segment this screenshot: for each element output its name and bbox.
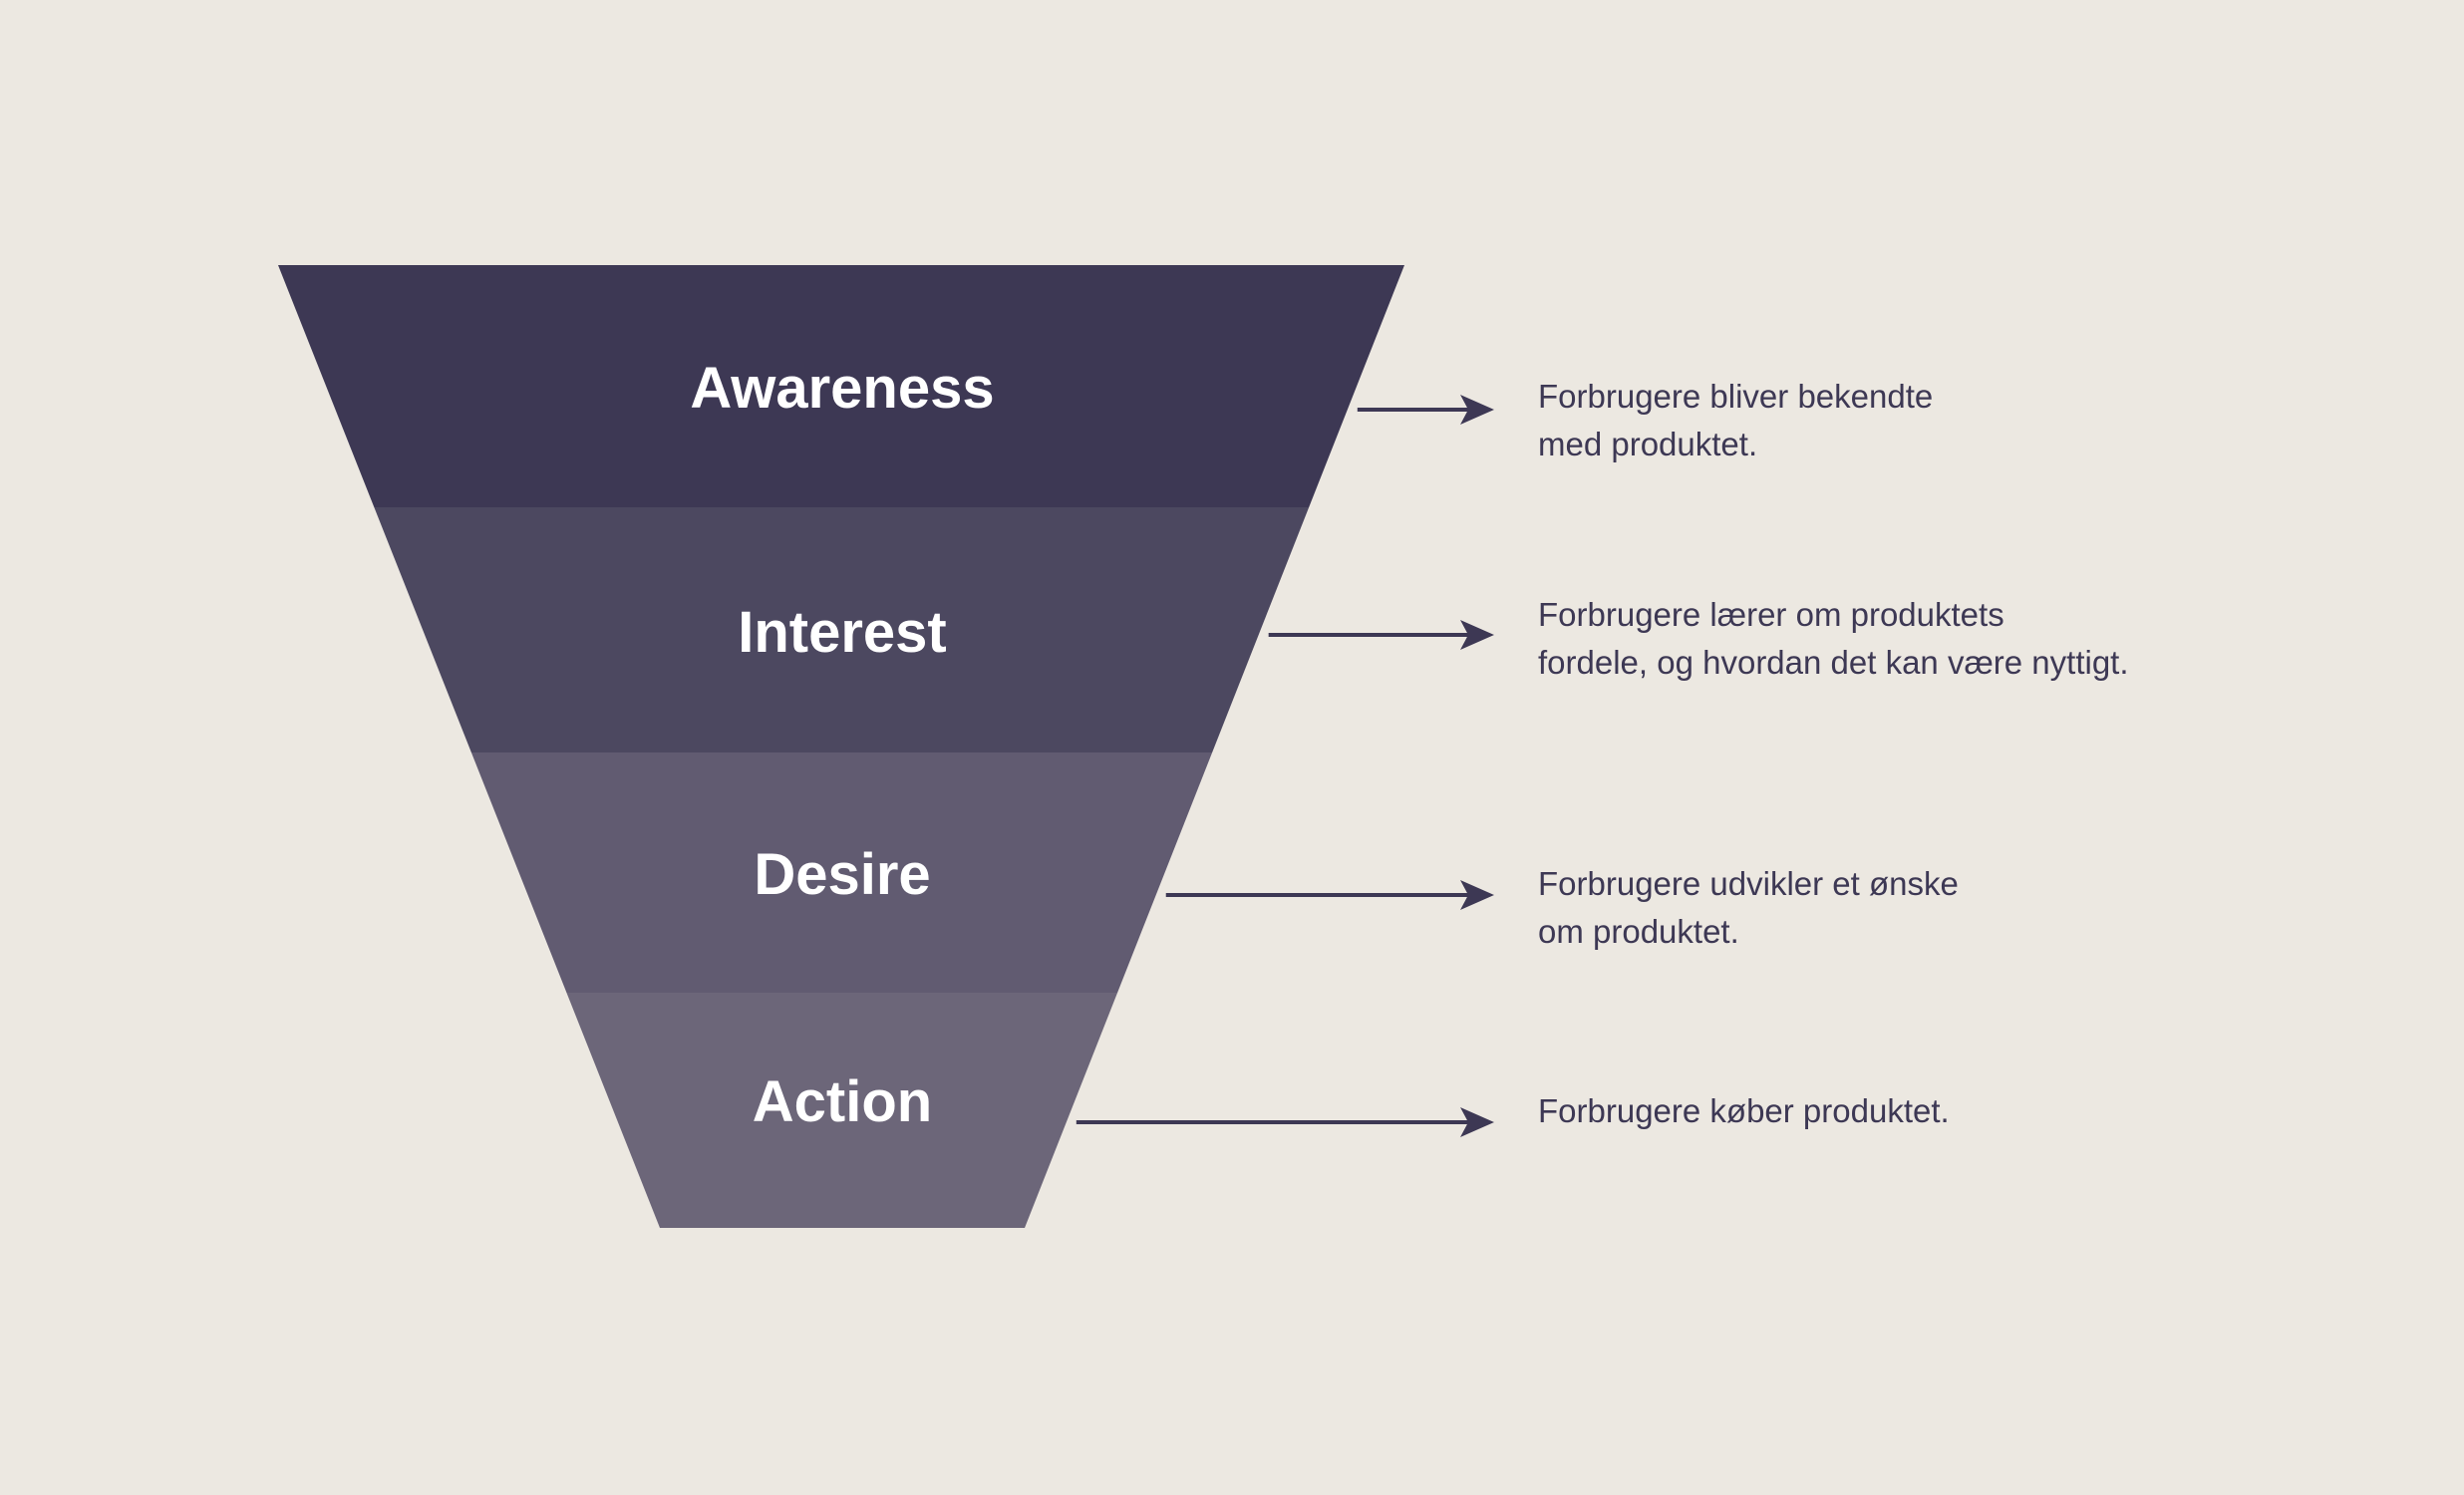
stage-description-awareness: Forbrugere bliver bekendte med produktet…: [1538, 373, 1933, 468]
description-line: med produktet.: [1538, 426, 1758, 462]
arrow-icon: [1165, 880, 1494, 910]
stage-description-desire: Forbrugere udvikler et ønske om produkte…: [1538, 860, 1959, 956]
arrow-icon: [1076, 1107, 1494, 1137]
stage-label-desire: Desire: [754, 842, 930, 907]
arrow-icon: [1357, 395, 1494, 425]
stage-description-action: Forbrugere køber produktet.: [1538, 1087, 1950, 1135]
description-line: Forbrugere bliver bekendte: [1538, 378, 1934, 415]
description-line: fordele, og hvordan det kan være nyttigt…: [1538, 644, 2129, 681]
stage-label-interest: Interest: [738, 600, 947, 665]
funnel-band-awareness: [278, 265, 1404, 507]
stage-label-awareness: Awareness: [690, 356, 994, 421]
funnel-band-interest: [374, 507, 1310, 752]
description-line: om produktet.: [1538, 913, 1739, 950]
arrow-icon: [1268, 620, 1494, 650]
description-line: Forbrugere lærer om produktets: [1538, 596, 2004, 633]
funnel-band-desire: [470, 752, 1213, 993]
funnel-band-action: [566, 993, 1118, 1228]
stage-description-interest: Forbrugere lærer om produktets fordele, …: [1538, 591, 2129, 687]
description-line: Forbrugere udvikler et ønske: [1538, 865, 1959, 902]
description-line: Forbrugere køber produktet.: [1538, 1092, 1950, 1129]
stage-label-action: Action: [753, 1069, 932, 1134]
